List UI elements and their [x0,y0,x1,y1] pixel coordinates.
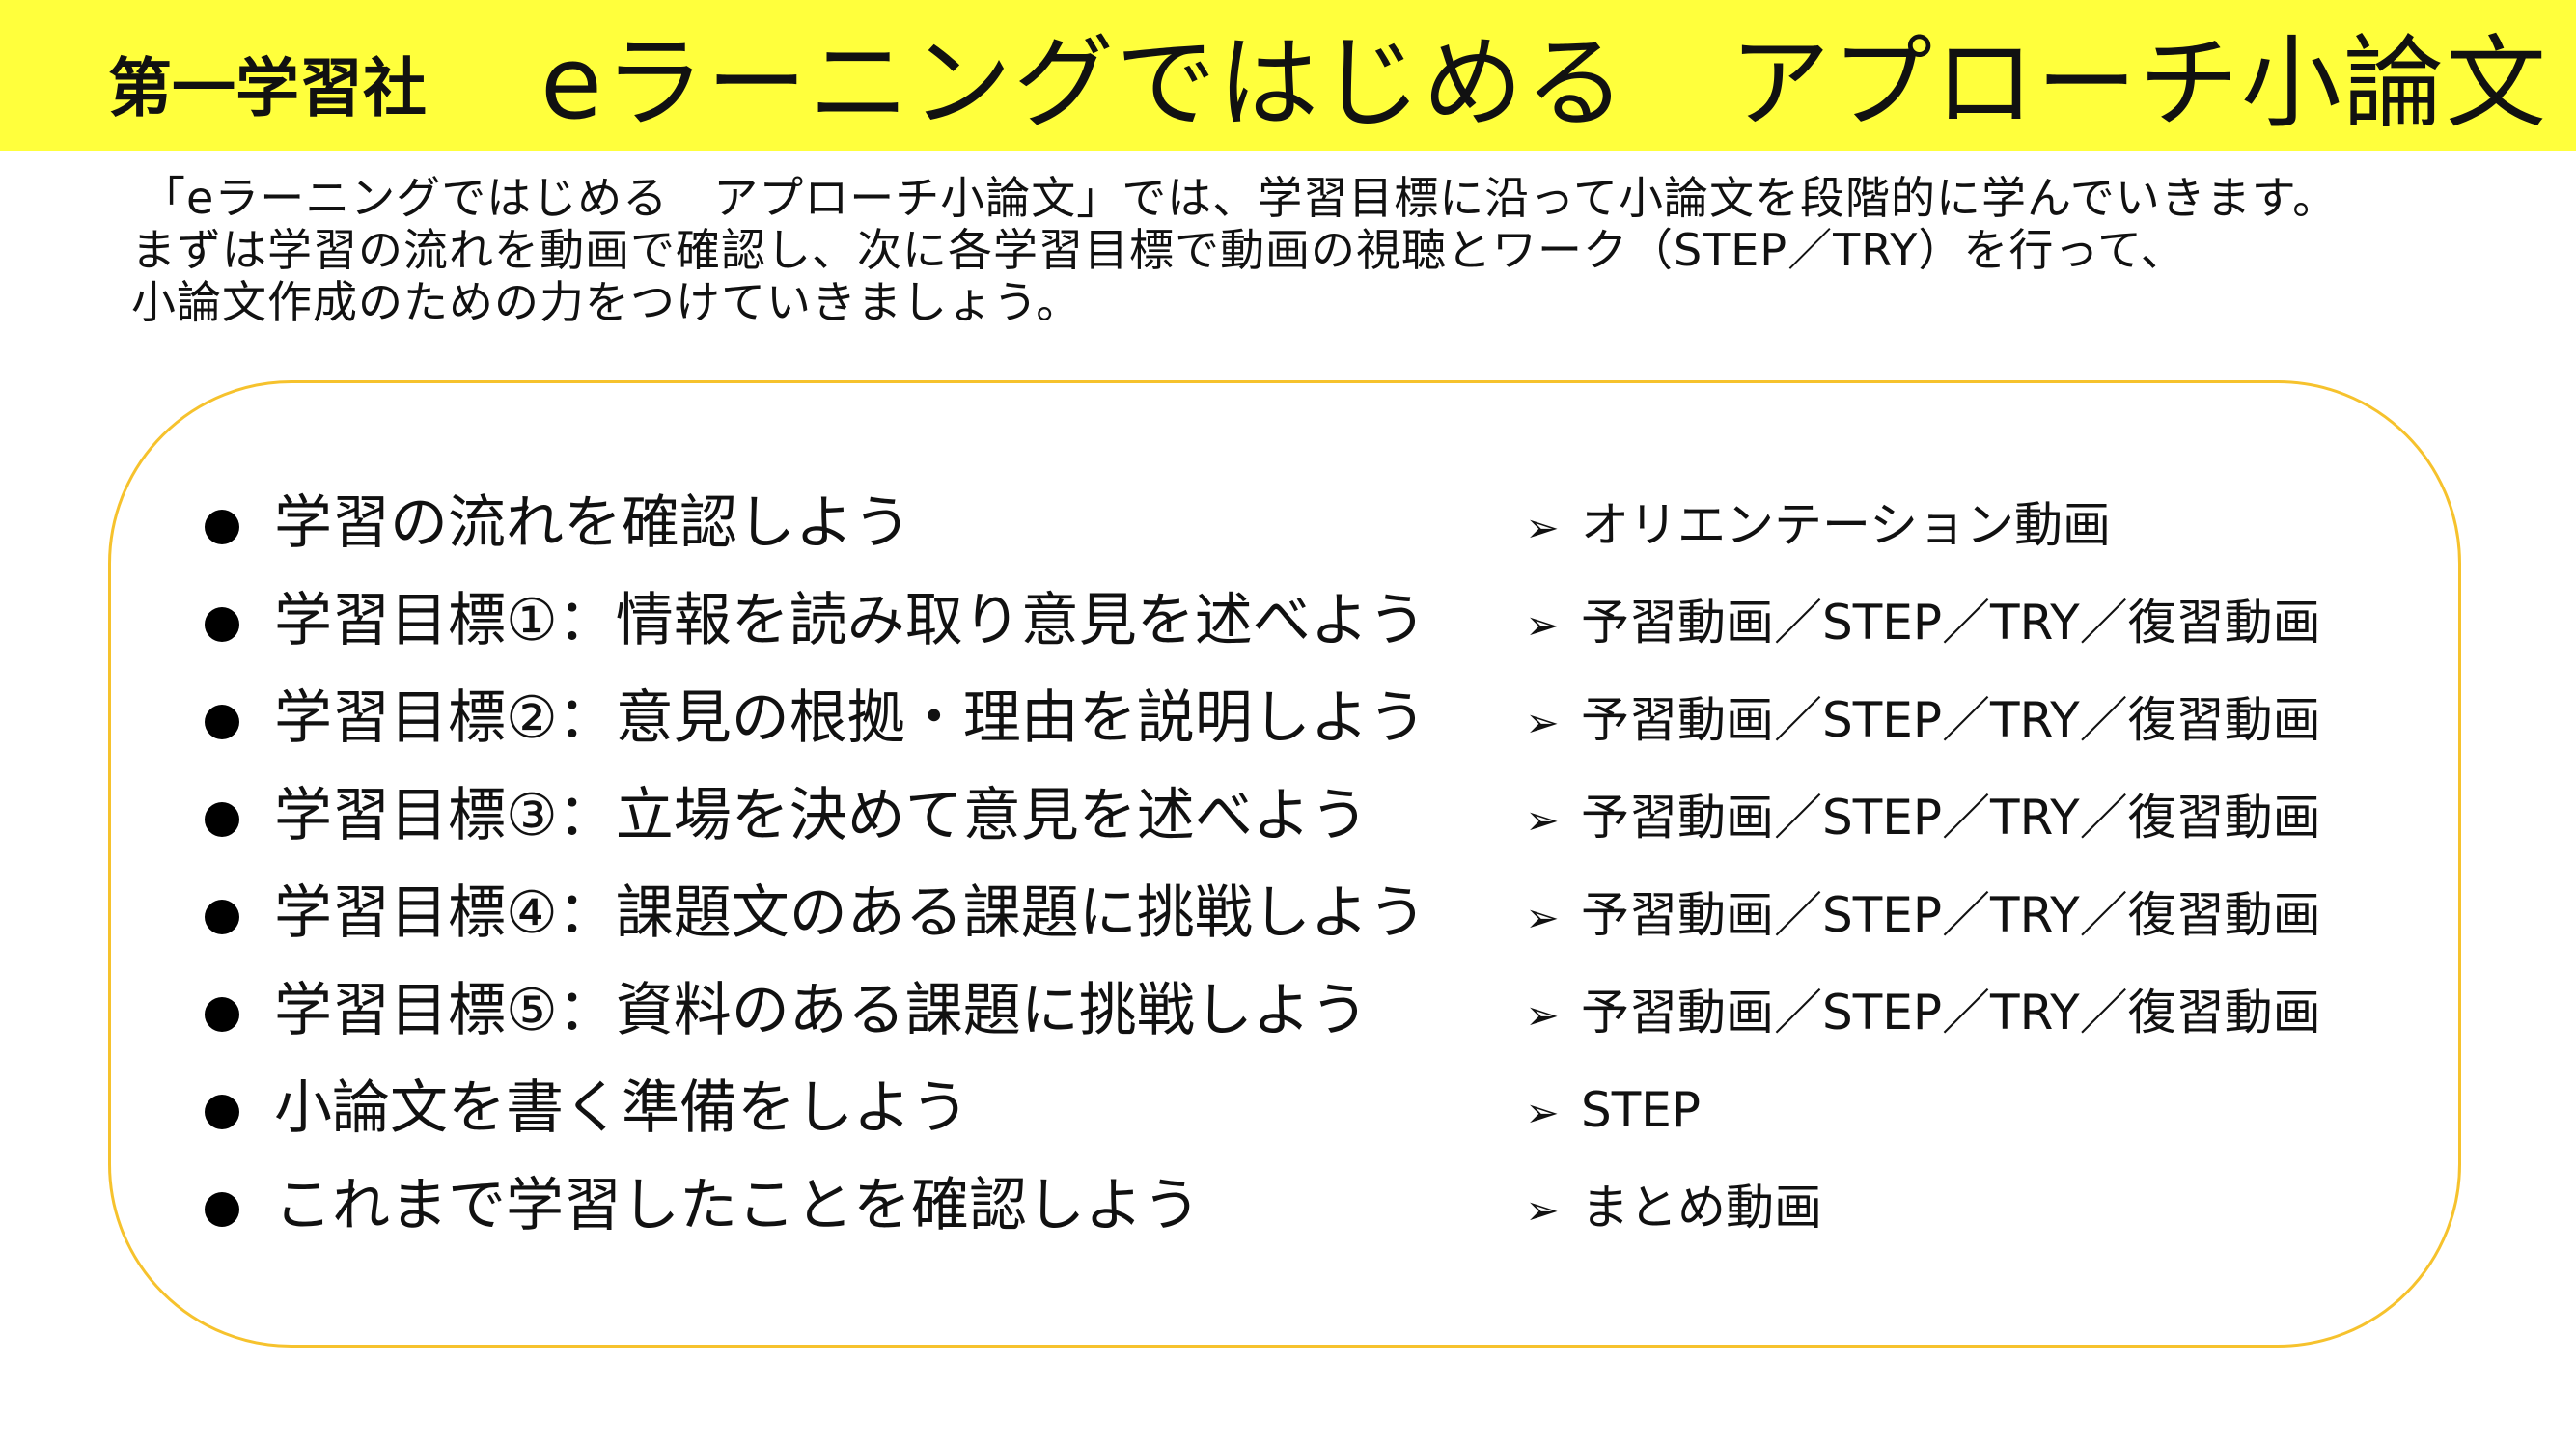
learning-item-label: 学習目標⑤：資料のある課題に挑戦しよう [274,977,1369,1044]
arrow-right-icon: ➢ [1525,1089,1560,1136]
learning-item-label: 学習の流れを確認しよう [274,489,911,557]
learning-item-preparation[interactable]: 小論文を書く準備をしよう ➢ STEP [205,1064,2405,1161]
arrow-right-icon: ➢ [1525,504,1560,551]
learning-item-goal-3[interactable]: 学習目標③：立場を決めて意見を述べよう ➢ 予習動画／STEP／TRY／復習動画 [205,771,2405,869]
intro-line: 小論文作成のための力をつけていきましょう。 [131,276,1082,328]
learning-item-resources: ➢ STEP [1519,1077,1701,1146]
learning-item-resources: ➢ 予習動画／STEP／TRY／復習動画 [1519,687,2321,756]
learning-item-label: 学習目標②：意見の根拠・理由を説明しよう [274,684,1426,752]
learning-item-resource-text: 予習動画／STEP／TRY／復習動画 [1581,595,2321,651]
learning-item-resource-text: 予習動画／STEP／TRY／復習動画 [1581,790,2321,846]
learning-item-goal-1[interactable]: 学習目標①：情報を読み取り意見を述べよう ➢ 予習動画／STEP／TRY／復習動画 [205,576,2405,674]
bullet-icon [205,802,239,837]
arrow-right-icon: ➢ [1525,699,1560,746]
learning-item-resources: ➢ 予習動画／STEP／TRY／復習動画 [1519,980,2321,1048]
learning-item-goal-2[interactable]: 学習目標②：意見の根拠・理由を説明しよう ➢ 予習動画／STEP／TRY／復習動画 [205,674,2405,771]
learning-item-resources: ➢ まとめ動画 [1519,1175,1822,1243]
intro-line: まずは学習の流れを動画で確認し、次に各学習目標で動画の視聴とワーク（STEP／T… [131,224,2186,276]
bullet-icon [205,705,239,739]
learning-item-resources: ➢ オリエンテーション動画 [1519,492,2111,561]
learning-item-label: 学習目標④：課題文のある課題に挑戦しよう [274,879,1426,947]
learning-goals-list: 学習の流れを確認しよう ➢ オリエンテーション動画 学習目標①：情報を読み取り意見… [205,479,2405,1259]
title-banner: 第一学習社 eラーニングではじめる アプローチ小論文 [0,0,2576,151]
learning-item-resources: ➢ 予習動画／STEP／TRY／復習動画 [1519,785,2321,853]
learning-item-resource-text: まとめ動画 [1581,1180,1822,1236]
arrow-right-icon: ➢ [1525,796,1560,844]
publisher-name: 第一学習社 [108,51,427,125]
learning-item-resource-text: 予習動画／STEP／TRY／復習動画 [1581,887,2321,943]
bullet-icon [205,1095,239,1129]
learning-item-resources: ➢ 予習動画／STEP／TRY／復習動画 [1519,882,2321,951]
learning-item-resource-text: 予習動画／STEP／TRY／復習動画 [1581,985,2321,1041]
intro-text: 「eラーニングではじめる アプローチ小論文」では、学習目標に沿って小論文を段階的… [131,172,2506,328]
bullet-icon [205,607,239,642]
learning-item-label: 小論文を書く準備をしよう [274,1074,969,1142]
learning-item-resource-text: 予習動画／STEP／TRY／復習動画 [1581,692,2321,748]
bullet-icon [205,997,239,1032]
learning-item-label: 学習目標③：立場を決めて意見を述べよう [274,782,1369,849]
learning-item-goal-4[interactable]: 学習目標④：課題文のある課題に挑戦しよう ➢ 予習動画／STEP／TRY／復習動画 [205,869,2405,966]
learning-item-orientation[interactable]: 学習の流れを確認しよう ➢ オリエンテーション動画 [205,479,2405,576]
learning-goals-panel [108,380,2461,1348]
learning-item-review[interactable]: これまで学習したことを確認しよう ➢ まとめ動画 [205,1161,2405,1259]
page-title: eラーニングではじめる アプローチ小論文 [540,24,2548,142]
intro-line: 「eラーニングではじめる アプローチ小論文」では、学習目標に沿って小論文を段階的… [141,172,2339,224]
learning-item-resources: ➢ 予習動画／STEP／TRY／復習動画 [1519,590,2321,658]
learning-item-goal-5[interactable]: 学習目標⑤：資料のある課題に挑戦しよう ➢ 予習動画／STEP／TRY／復習動画 [205,966,2405,1064]
bullet-icon [205,510,239,544]
arrow-right-icon: ➢ [1525,601,1560,649]
arrow-right-icon: ➢ [1525,991,1560,1039]
learning-item-label: 学習目標①：情報を読み取り意見を述べよう [274,587,1426,654]
learning-item-resource-text: オリエンテーション動画 [1581,497,2111,553]
arrow-right-icon: ➢ [1525,1186,1560,1234]
bullet-icon [205,900,239,934]
arrow-right-icon: ➢ [1525,894,1560,941]
learning-item-label: これまで学習したことを確認しよう [274,1172,1201,1239]
learning-item-resource-text: STEP [1581,1082,1702,1138]
bullet-icon [205,1192,239,1227]
